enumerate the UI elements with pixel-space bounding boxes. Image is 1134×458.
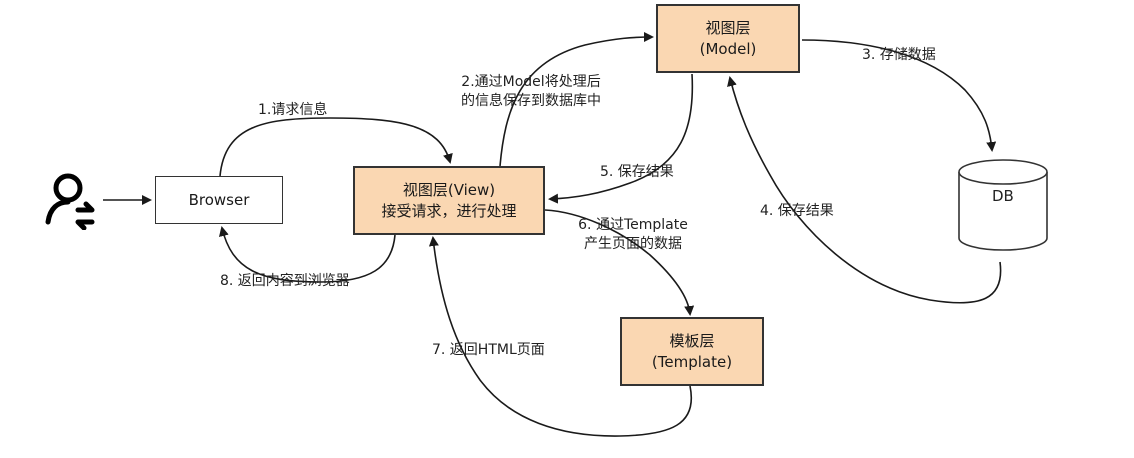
arrow-1-request: [219, 117, 453, 177]
model-subtitle: (Model): [699, 39, 757, 58]
db-cylinder: [958, 159, 1048, 251]
template-title: 模板层: [669, 331, 715, 350]
edge-4-label: 4. 保存结果: [760, 203, 834, 219]
edge-2-line2: 的信息保存到数据库中: [461, 93, 601, 109]
edge-2-label: 2.通过Model将处理后 的信息保存到数据库中: [447, 73, 615, 111]
arrow-2-to-model: [499, 32, 654, 167]
view-title: 视图层(View): [402, 180, 496, 199]
edge-8-label: 8. 返回内容到浏览器: [220, 273, 350, 289]
edge-5-label: 5. 保存结果: [600, 164, 674, 180]
edge-6-label: 6. 通过Template 产生页面的数据: [570, 216, 696, 254]
edge-3-label: 3. 存储数据: [862, 47, 936, 63]
edge-1-label: 1.请求信息: [258, 102, 328, 118]
arrow-8-return: [218, 226, 396, 283]
edge-6-line2: 产生页面的数据: [584, 236, 682, 252]
edge-7-label: 7. 返回HTML页面: [432, 342, 545, 358]
browser-node: Browser: [155, 176, 283, 224]
edge-6-line1: 6. 通过Template: [578, 217, 688, 233]
template-subtitle: (Template): [651, 352, 733, 371]
view-node: 视图层(View) 接受请求，进行处理: [353, 166, 545, 235]
model-title: 视图层: [705, 18, 751, 37]
user-switch-icon: [40, 170, 98, 231]
model-node: 视图层 (Model): [656, 4, 800, 73]
arrow-3-store: [801, 39, 997, 152]
arrow-6-template: [544, 209, 695, 316]
arrow-4-result: [727, 76, 1002, 304]
view-subtitle: 接受请求，进行处理: [381, 201, 517, 220]
db-label: DB: [992, 187, 1014, 205]
arrow-7-html: [428, 236, 693, 437]
template-node: 模板层 (Template): [620, 317, 764, 386]
arrow-5-result: [548, 73, 694, 204]
browser-label: Browser: [188, 190, 250, 209]
edge-2-line1: 2.通过Model将处理后: [461, 74, 601, 90]
